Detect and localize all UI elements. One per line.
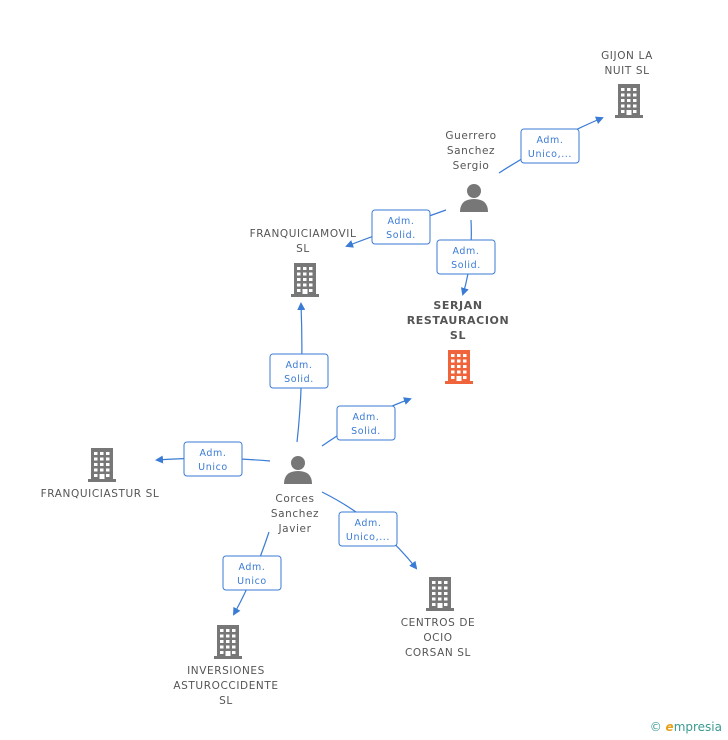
node-label-line: NUIT SL bbox=[604, 65, 649, 77]
node-label-line: FRANQUICIASTUR SL bbox=[41, 488, 160, 500]
node-label-line: RESTAURACION bbox=[407, 314, 510, 327]
edge-label-line: Unico,... bbox=[346, 532, 390, 543]
node-label-line: SL bbox=[450, 329, 466, 342]
brand-initial: e bbox=[665, 720, 674, 734]
node-label-line: Corces bbox=[275, 493, 314, 505]
edge-label-line: Unico bbox=[198, 462, 228, 473]
edge-label-line: Solid. bbox=[284, 374, 314, 385]
node-label-line: SERJAN bbox=[433, 299, 482, 312]
person-icon bbox=[460, 184, 488, 212]
node-label-line: CENTROS DE bbox=[401, 617, 476, 629]
edge-label-line: Solid. bbox=[386, 230, 416, 241]
edge-label-line: Adm. bbox=[452, 246, 479, 257]
node-label-line: Sanchez bbox=[447, 145, 495, 157]
edge-label-line: Adm. bbox=[285, 360, 312, 371]
node-franquiciastur[interactable]: FRANQUICIASTUR SL bbox=[41, 448, 160, 500]
node-label-line: INVERSIONES bbox=[187, 665, 265, 677]
node-label-line: Guerrero bbox=[445, 130, 496, 142]
edge-label-line: Adm. bbox=[199, 448, 226, 459]
edge-label-line: Adm. bbox=[238, 562, 265, 573]
building-icon bbox=[214, 625, 242, 659]
edge-label-corces-to-franquiciastur[interactable]: Adm. Unico bbox=[183, 441, 243, 477]
building-icon bbox=[426, 577, 454, 611]
building-icon bbox=[88, 448, 116, 482]
node-label-line: SL bbox=[219, 695, 233, 707]
node-label-line: ASTUROCCIDENTE bbox=[173, 680, 278, 692]
edge-label-guerrero-to-serjan[interactable]: Adm. Solid. bbox=[436, 239, 496, 275]
node-label-line: CORSAN SL bbox=[405, 647, 471, 659]
edge-label-line: Adm. bbox=[387, 216, 414, 227]
edge-label-box bbox=[520, 128, 580, 164]
node-inversiones[interactable]: INVERSIONES ASTUROCCIDENTE SL bbox=[173, 625, 278, 707]
edge-label-corces-to-serjan[interactable]: Adm. Solid. bbox=[336, 405, 396, 441]
edge-label-corces-to-inversiones[interactable]: Adm. Unico bbox=[222, 555, 282, 591]
building-icon bbox=[615, 84, 643, 118]
node-label-line: Sanchez bbox=[271, 508, 319, 520]
node-franquiciamovil[interactable]: FRANQUICIAMOVIL SL bbox=[250, 228, 357, 297]
node-label-line: SL bbox=[296, 243, 310, 255]
edge-label-box bbox=[183, 441, 243, 477]
node-label-line: Sergio bbox=[453, 160, 490, 172]
edge-label-line: Unico bbox=[237, 576, 267, 587]
edge-label-box bbox=[338, 511, 398, 547]
node-centros[interactable]: CENTROS DE OCIO CORSAN SL bbox=[401, 577, 476, 659]
building-icon bbox=[445, 350, 473, 384]
edge-label-line: Solid. bbox=[351, 426, 381, 437]
building-icon bbox=[291, 263, 319, 297]
node-label-line: GIJON LA bbox=[601, 50, 653, 62]
empresia-watermark[interactable]: © empresia bbox=[650, 720, 722, 734]
edge-label-box bbox=[436, 239, 496, 275]
edge-label-line: Solid. bbox=[451, 260, 481, 271]
edge-label-box bbox=[336, 405, 396, 441]
edge-label-line: Adm. bbox=[352, 412, 379, 423]
node-serjan[interactable]: SERJAN RESTAURACION SL bbox=[407, 299, 510, 384]
edge-label-guerrero-to-franquiciamovil[interactable]: Adm. Solid. bbox=[371, 209, 431, 245]
edge-label-corces-to-franquiciamovil[interactable]: Adm. Solid. bbox=[269, 353, 329, 389]
edge-label-line: Adm. bbox=[536, 135, 563, 146]
edge-label-corces-to-centros[interactable]: Adm. Unico,... bbox=[338, 511, 398, 547]
edge-label-guerrero-to-gijon[interactable]: Adm. Unico,... bbox=[520, 128, 580, 164]
edge-label-line: Unico,... bbox=[528, 149, 572, 160]
brand-name: mpresia bbox=[673, 720, 722, 734]
node-label-line: OCIO bbox=[423, 632, 452, 644]
edge-label-box bbox=[222, 555, 282, 591]
edge-label-line: Adm. bbox=[354, 518, 381, 529]
node-label-line: Javier bbox=[277, 523, 311, 535]
person-icon bbox=[284, 456, 312, 484]
node-label-line: FRANQUICIAMOVIL bbox=[250, 228, 357, 240]
edge-label-box bbox=[269, 353, 329, 389]
node-gijon[interactable]: GIJON LA NUIT SL bbox=[601, 50, 653, 118]
edge-label-box bbox=[371, 209, 431, 245]
copyright-symbol: © bbox=[649, 720, 662, 734]
